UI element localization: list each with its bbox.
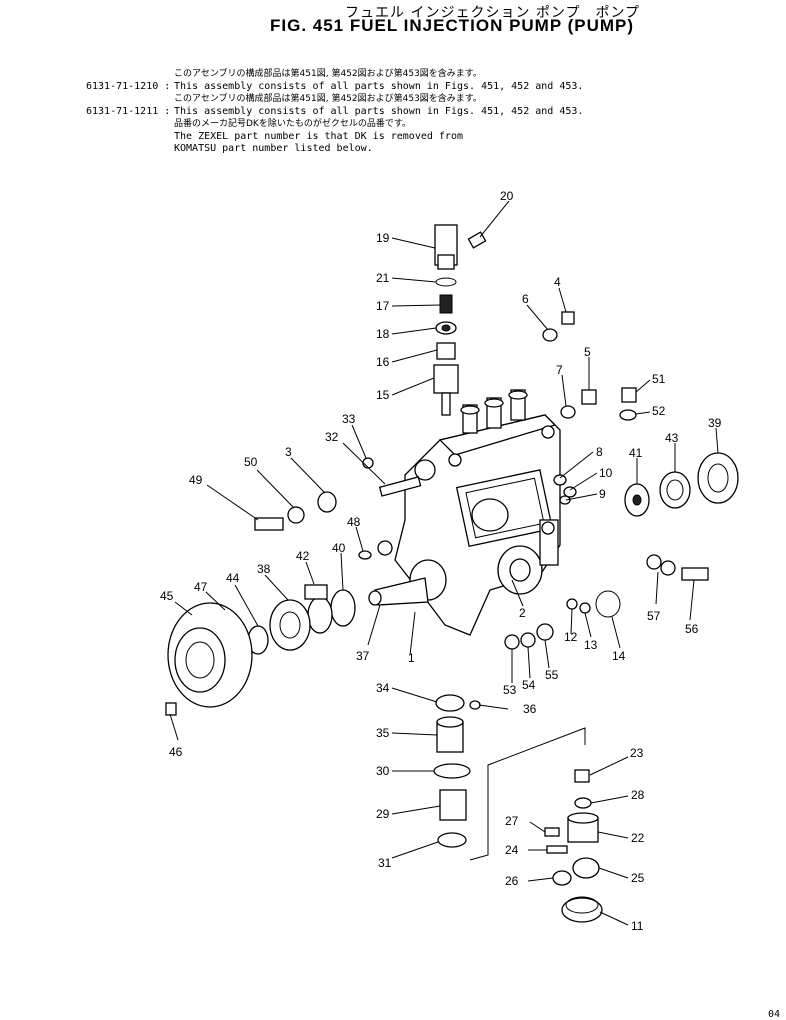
tappet-parts (544, 769, 603, 923)
callout-label: 49 (189, 473, 203, 487)
callout-label: 50 (244, 455, 258, 469)
figure-title: FIG. 451 FUEL INJECTION PUMP (PUMP) (270, 16, 635, 35)
callout-labels: 20 19 21 17 18 16 15 4 6 5 7 51 52 39 43… (160, 189, 722, 933)
callout-label: 36 (523, 702, 537, 716)
callout-label: 56 (685, 622, 699, 636)
callout-label: 21 (376, 271, 390, 285)
callout-label: 34 (376, 681, 390, 695)
leader-lines (169, 200, 719, 926)
callout-label: 11 (631, 919, 644, 933)
callout-label: 47 (194, 580, 208, 594)
cover-parts (553, 474, 577, 505)
callout-label: 54 (522, 678, 536, 692)
footer-code: 04 (767, 1009, 780, 1020)
note-row: 6131-71-1210 :This assembly consists of … (86, 81, 583, 94)
note-text: このアセンブリの構成部品は第451図, 第452図および第453図を含みます。 (174, 69, 482, 79)
note-row: 品番のメーカ記号DKを除いたものがゼクセルの品番です。 (174, 118, 583, 131)
callout-label: 14 (612, 649, 626, 663)
callout-label: 17 (376, 299, 390, 313)
note-text: 品番のメーカ記号DKを除いたものがゼクセルの品番です。 (174, 119, 411, 129)
part-code: 6131-71-1210 : (86, 80, 171, 92)
note-row: KOMATSU part number listed below. (174, 143, 583, 156)
callout-label: 51 (652, 372, 666, 386)
callout-label: 10 (599, 466, 613, 480)
callout-label: 57 (647, 609, 661, 623)
callout-label: 52 (652, 404, 666, 418)
callout-label: 15 (376, 388, 390, 402)
callout-label: 43 (665, 431, 679, 445)
note-row: 6131-71-1211 :This assembly consists of … (86, 106, 583, 119)
callout-label: 24 (505, 843, 519, 857)
note-row: このアセンブリの構成部品は第451図, 第452図および第453図を含みます。 (86, 68, 583, 81)
right-small-parts (542, 311, 637, 421)
callout-label: 26 (505, 874, 519, 888)
right-bearing-set (624, 452, 739, 517)
note-row: The ZEXEL part number is that DK is remo… (174, 131, 583, 144)
callout-label: 19 (376, 231, 390, 245)
callout-label: 2 (519, 606, 526, 620)
callout-label: 6 (522, 292, 529, 306)
callout-label: 9 (599, 487, 606, 501)
note-text: This assembly consists of all parts show… (174, 105, 584, 117)
callout-label: 35 (376, 726, 390, 740)
left-bearing-stack (165, 584, 356, 716)
callout-label: 1 (408, 651, 415, 665)
callout-label: 53 (503, 683, 517, 697)
note-text: The ZEXEL part number is that DK is remo… (174, 130, 463, 142)
callout-label: 38 (257, 562, 271, 576)
pump-housing (368, 389, 561, 636)
callout-label: 29 (376, 807, 390, 821)
callout-label: 46 (169, 745, 183, 759)
delivery-valve-stack (433, 224, 487, 416)
callout-label: 48 (347, 515, 361, 529)
callout-label: 42 (296, 549, 310, 563)
callout-label: 33 (342, 412, 356, 426)
callout-label: 5 (584, 345, 591, 359)
callout-label: 20 (500, 189, 514, 203)
callout-label: 3 (285, 445, 292, 459)
plunger-stack (433, 694, 586, 861)
callout-label: 32 (325, 430, 339, 444)
callout-label: 31 (378, 856, 392, 870)
callout-label: 8 (596, 445, 603, 459)
callout-label: 25 (631, 871, 645, 885)
title-japanese: フュエル インジェクション ポンプ ポンプ (345, 5, 641, 21)
callout-label: 23 (630, 746, 644, 760)
callout-label: 39 (708, 416, 722, 430)
callout-label: 12 (564, 630, 578, 644)
callout-label: 41 (629, 446, 643, 460)
callout-label: 22 (631, 831, 645, 845)
note-text: KOMATSU part number listed below. (174, 143, 373, 154)
callout-label: 4 (554, 275, 561, 289)
callout-label: 27 (505, 814, 519, 828)
callout-label: 37 (356, 649, 370, 663)
note-text: This assembly consists of all parts show… (174, 80, 584, 92)
note-row: このアセンブリの構成部品は第451図, 第452図および第453図を含みます。 (86, 93, 583, 106)
callout-label: 7 (556, 363, 563, 377)
left-small-parts (254, 457, 422, 560)
callout-label: 30 (376, 764, 390, 778)
callout-label: 45 (160, 589, 174, 603)
part-code: 6131-71-1211 : (86, 105, 171, 117)
callout-label: 55 (545, 668, 559, 682)
callout-label: 13 (584, 638, 598, 652)
note-text: このアセンブリの構成部品は第451図, 第452図および第453図を含みます。 (174, 94, 482, 104)
callout-label: 28 (631, 788, 645, 802)
callout-label: 40 (332, 541, 346, 555)
callout-label: 18 (376, 327, 390, 341)
callout-label: 44 (226, 571, 240, 585)
callout-label: 16 (376, 355, 390, 369)
assembly-notes: このアセンブリの構成部品は第451図, 第452図および第453図を含みます。 … (86, 68, 583, 156)
